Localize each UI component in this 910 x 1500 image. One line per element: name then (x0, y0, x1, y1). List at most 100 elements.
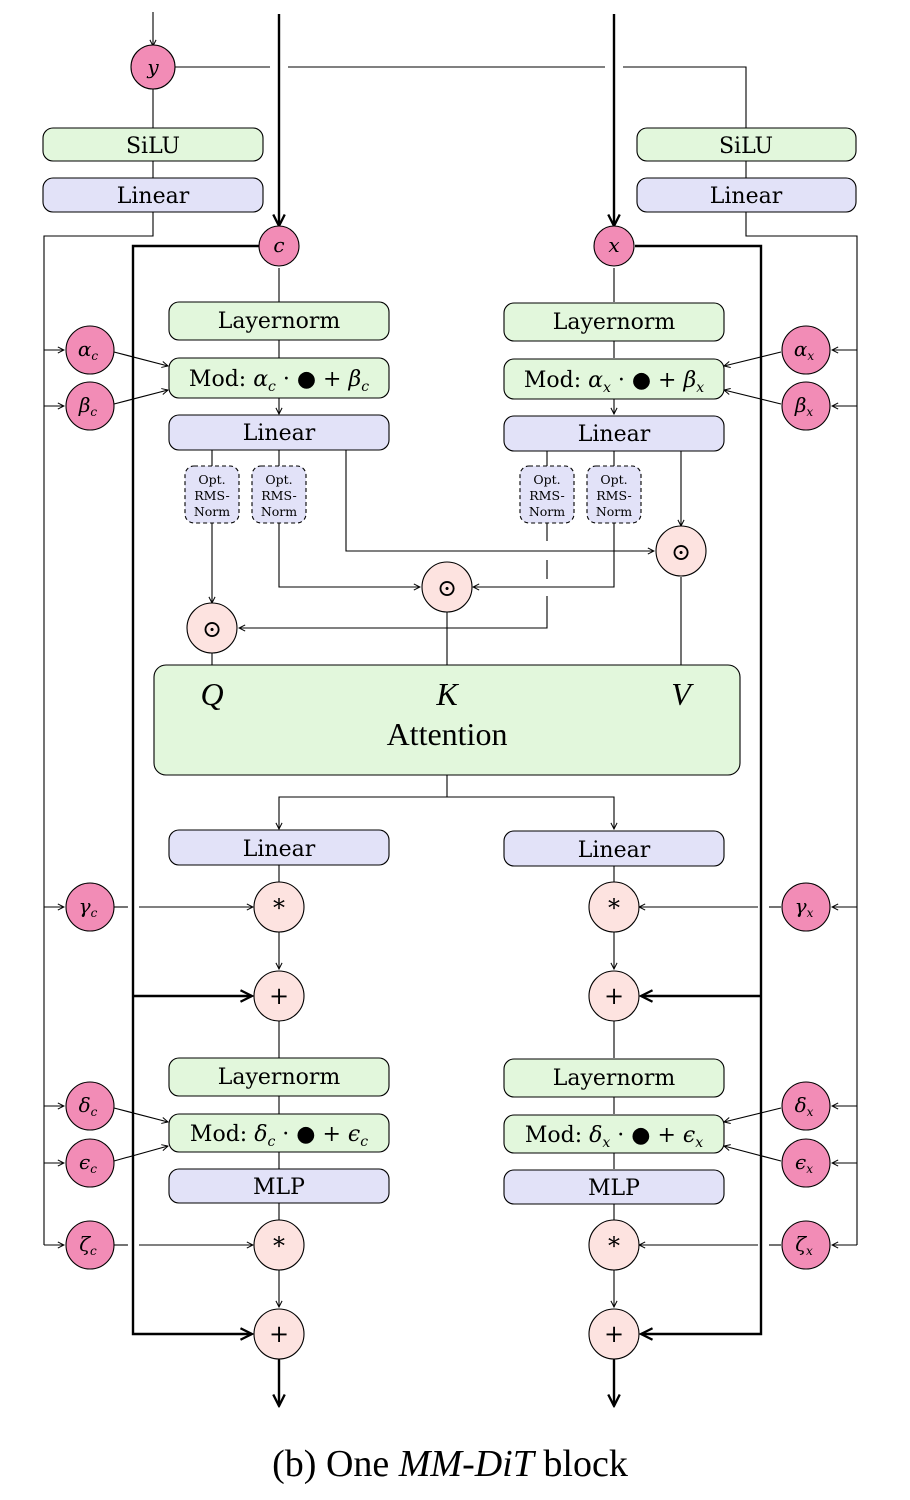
right-linear-1: Linear (503, 415, 725, 452)
right-add-1: + (588, 970, 640, 1022)
left-linear-1: Linear (168, 414, 390, 451)
right-add-2: + (588, 1308, 640, 1360)
svg-text:ϵx: ϵx (795, 1150, 813, 1176)
attention-label: Attention (387, 716, 508, 752)
attention-block: Q K V Attention (153, 664, 741, 776)
left-linear-2: Linear (168, 829, 390, 866)
silu-left: SiLU (42, 127, 264, 162)
right-mod-1: Mod: αx · ● + βx (503, 358, 725, 400)
param-alpha-x: αx (781, 325, 831, 375)
figure-caption: (b) One MM-DiT block (272, 1443, 628, 1485)
svg-text:Linear: Linear (578, 838, 651, 863)
right-rms-norm-q: Opt. RMS- Norm (519, 465, 575, 524)
svg-text:Norm: Norm (596, 504, 632, 519)
svg-text:MLP: MLP (253, 1175, 305, 1200)
left-mlp: MLP (168, 1168, 390, 1204)
linear-left-top: Linear (42, 177, 264, 213)
svg-text:RMS-: RMS- (529, 488, 564, 503)
svg-text:Norm: Norm (194, 504, 230, 519)
svg-text:δc: δc (79, 1093, 98, 1119)
linear-right-top: Linear (636, 177, 857, 213)
param-zeta-c: ζc (65, 1220, 115, 1270)
c-node: c (258, 225, 300, 267)
svg-text:*: * (608, 1232, 620, 1260)
svg-text:x: x (608, 233, 619, 257)
svg-text:*: * (273, 1232, 285, 1260)
right-mlp: MLP (503, 1169, 725, 1205)
svg-text:RMS-: RMS- (194, 488, 229, 503)
y-node: y (130, 44, 176, 90)
left-rms-norm-q: Opt. RMS- Norm (184, 465, 240, 524)
svg-text:MLP: MLP (588, 1176, 640, 1201)
k-label: K (435, 676, 459, 712)
svg-text:+: + (604, 982, 624, 1010)
param-epsilon-c: ϵc (65, 1138, 115, 1188)
svg-text:Layernorm: Layernorm (553, 310, 676, 335)
svg-text:Linear: Linear (578, 422, 651, 447)
param-alpha-c: αc (65, 325, 115, 375)
svg-text:Linear: Linear (710, 184, 783, 209)
param-delta-x: δx (781, 1081, 831, 1131)
left-add-2: + (253, 1308, 305, 1360)
svg-text:Mod: δx · ● + ϵx: Mod: δx · ● + ϵx (525, 1123, 703, 1151)
v-label: V (671, 676, 694, 712)
residual-lines (131, 14, 763, 1406)
svg-text:⊙: ⊙ (437, 574, 457, 602)
svg-text:ζc: ζc (79, 1232, 97, 1258)
right-layernorm-1: Layernorm (503, 302, 725, 342)
concat-k-op: ⊙ (421, 561, 473, 613)
left-mod-2: Mod: δc · ● + ϵc (168, 1113, 390, 1153)
svg-text:Linear: Linear (243, 421, 316, 446)
param-beta-c: βc (65, 381, 115, 431)
svg-text:⊙: ⊙ (202, 615, 222, 643)
svg-text:Opt.: Opt. (265, 472, 292, 487)
right-layernorm-2: Layernorm (503, 1058, 725, 1098)
left-mul-2: * (253, 1219, 305, 1271)
svg-text:Layernorm: Layernorm (218, 1065, 341, 1090)
svg-text:δx: δx (795, 1093, 814, 1119)
param-gamma-x: γx (781, 882, 831, 932)
right-mul-2: * (588, 1219, 640, 1271)
left-mul-1: * (253, 881, 305, 933)
mod-prefix: Mod: (189, 367, 253, 392)
svg-text:ϵc: ϵc (79, 1150, 97, 1176)
svg-text:RMS-: RMS- (596, 488, 631, 503)
left-rms-norm-k: Opt. RMS- Norm (251, 465, 307, 524)
right-linear-2: Linear (503, 830, 725, 867)
right-rms-norm-k: Opt. RMS- Norm (586, 465, 642, 524)
left-layernorm-1: Layernorm (168, 301, 390, 341)
svg-text:+: + (269, 982, 289, 1010)
param-gamma-c: γc (65, 882, 115, 932)
silu-right: SiLU (636, 127, 857, 162)
param-epsilon-x: ϵx (781, 1138, 831, 1188)
connector-lines (43, 12, 858, 1307)
svg-text:Opt.: Opt. (533, 472, 560, 487)
param-zeta-x: ζx (781, 1220, 831, 1270)
svg-text:Layernorm: Layernorm (218, 309, 341, 334)
svg-text:ζx: ζx (795, 1232, 813, 1258)
svg-text:γc: γc (79, 894, 98, 920)
svg-text:Linear: Linear (117, 184, 190, 209)
param-beta-x: βx (781, 381, 831, 431)
svg-text:Opt.: Opt. (198, 472, 225, 487)
svg-text:Mod: δc · ● + ϵc: Mod: δc · ● + ϵc (190, 1122, 368, 1150)
svg-text:*: * (608, 894, 620, 922)
left-layernorm-2: Layernorm (168, 1057, 390, 1097)
x-node: x (593, 225, 635, 267)
svg-text:Opt.: Opt. (600, 472, 627, 487)
svg-text:Mod: αc · ● + βc: Mod: αc · ● + βc (189, 367, 369, 395)
svg-text:+: + (604, 1320, 624, 1348)
svg-text:RMS-: RMS- (261, 488, 296, 503)
svg-text:*: * (273, 894, 285, 922)
svg-text:γx: γx (795, 894, 814, 920)
svg-text:Norm: Norm (261, 504, 297, 519)
left-mod-1: Mod: αc · ● + βc (168, 357, 390, 399)
param-delta-c: δc (65, 1081, 115, 1131)
svg-text:+: + (269, 1320, 289, 1348)
concat-v-op: ⊙ (655, 525, 707, 577)
svg-text:βx: βx (794, 393, 814, 419)
svg-text:⊙: ⊙ (671, 538, 691, 566)
svg-text:c: c (273, 233, 284, 257)
svg-text:Norm: Norm (529, 504, 565, 519)
